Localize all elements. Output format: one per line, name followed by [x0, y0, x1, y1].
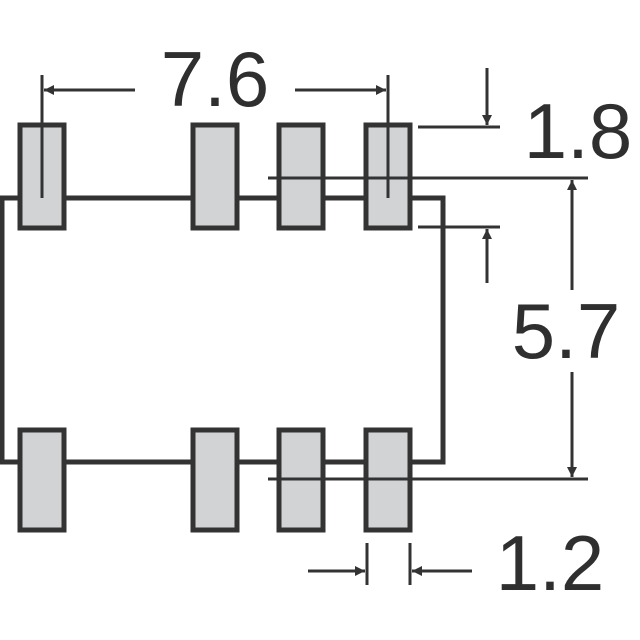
dimension-5-7: 5.7: [268, 176, 620, 481]
bottom-pad-2: [190, 427, 240, 533]
dimension-label-5-7: 5.7: [512, 287, 620, 375]
top-pad-2: [190, 122, 240, 231]
package-body-outline: [0, 195, 446, 465]
dimension-label-1-2: 1.2: [496, 519, 604, 607]
dimension-label-1-8: 1.8: [524, 87, 632, 175]
bottom-pad-1: [17, 427, 67, 533]
dimension-7-6: 7.6: [40, 35, 390, 198]
dimension-1-2: 1.2: [308, 519, 604, 607]
bottom-pad-row: [17, 427, 413, 533]
dimension-1-8: 1.8: [418, 68, 632, 283]
dimension-label-7-6: 7.6: [161, 35, 269, 123]
